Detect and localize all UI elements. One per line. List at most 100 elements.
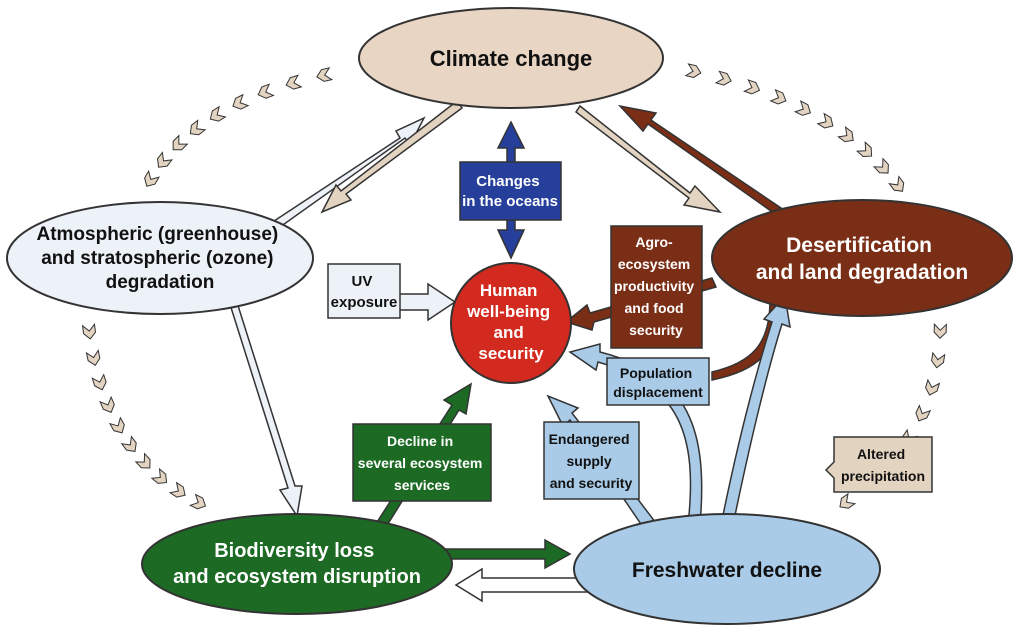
arrow-climate-to-atmospheric (320, 99, 464, 214)
human-line-2: well-being (466, 302, 550, 321)
atmospheric-line-1: Atmospheric (greenhouse) (36, 224, 278, 245)
endangered-supply-label: Endangered supply and security (549, 431, 634, 491)
desertification-line-2: and land degradation (756, 261, 968, 284)
right-upper-chevron-8 (855, 141, 873, 158)
desertification-line-1: Desertification (786, 234, 932, 257)
arrow-freshwater-to-desertification (719, 294, 791, 531)
agro-ecosystem-label: Agro- ecosystem productivity and food se… (614, 234, 698, 338)
left-upper-chevron-6 (189, 119, 207, 136)
decline-services-box (352, 423, 492, 502)
right-upper-chevron-9 (872, 157, 889, 174)
atmospheric-label: Atmospheric (greenhouse) and stratospher… (36, 224, 283, 293)
right-upper-chevron-10 (888, 175, 905, 192)
uv-line-2: exposure (331, 294, 398, 311)
climate-change-label: Climate change (430, 46, 593, 71)
arrow-climate-to-desertification (574, 104, 723, 214)
arrow-atmospheric-to-biodiversity (227, 295, 303, 519)
population-line-2: displacement (613, 384, 703, 400)
altered-precipitation-label: Altered precipitation (841, 446, 925, 484)
freshwater-node (573, 513, 881, 625)
desertification-label: Desertification and land degradation (756, 234, 968, 284)
right-lower-chevron-4 (915, 404, 932, 422)
biodiversity-node (141, 513, 453, 615)
arrow-freshwater-to-biodiversity (454, 567, 591, 603)
uv-exposure-box (327, 263, 401, 319)
biodiversity-label: Biodiversity loss and ecosystem disrupti… (173, 540, 421, 588)
atmospheric-line-3: degradation (106, 272, 215, 293)
climate-change-node (358, 7, 664, 109)
precipitation-line-1: Altered (857, 446, 905, 462)
population-line-1: Population (620, 365, 692, 381)
oceans-line-2: in the oceans (462, 193, 558, 210)
arrow-atmospheric-to-climate (266, 116, 426, 234)
endangered-line-1: Endangered (549, 431, 630, 447)
agro-line-2: ecosystem (618, 256, 690, 272)
decline-line-3: services (394, 477, 450, 493)
left-lower-chevron-5 (108, 416, 125, 434)
left-lower-chevron-7 (134, 452, 151, 469)
endangered-line-3: and security (550, 475, 633, 491)
right-upper-chevron-6 (816, 112, 834, 129)
agro-ecosystem-box (610, 225, 703, 349)
decline-line-1: Decline in (387, 433, 453, 449)
right-upper-chevron-1 (684, 63, 702, 79)
oceans-label: Changes in the oceans (462, 173, 558, 210)
uv-line-1: UV (351, 273, 372, 290)
left-upper-chevron-1 (316, 67, 334, 82)
decline-services-label: Decline in several ecosystem services (358, 433, 486, 493)
agro-line-1: Agro- (635, 234, 673, 250)
arrow-desertification-to-climate (617, 104, 786, 217)
right-lower-chevron-1 (933, 322, 947, 340)
left-upper-chevron-7 (172, 134, 189, 151)
human-line-4: security (478, 344, 544, 363)
left-upper-chevron-4 (232, 93, 250, 110)
altered-precipitation-box (824, 436, 933, 493)
precipitation-line-2: precipitation (841, 468, 925, 484)
population-displacement-box (606, 357, 710, 406)
relation-labels: Changes in the oceans UV exposure Agro- … (327, 161, 933, 502)
human-line-1: Human (480, 281, 538, 300)
left-upper-chevron-8 (157, 151, 174, 168)
left-upper-chevron-9 (144, 169, 161, 187)
right-upper-chevron-5 (793, 100, 812, 116)
right-lower-chevron-8 (839, 492, 857, 509)
decline-line-2: several ecosystem (358, 455, 483, 471)
atmospheric-degradation-node (6, 201, 314, 315)
population-label: Population displacement (613, 365, 703, 400)
right-upper-chevron-3 (743, 79, 761, 95)
nodes: Climate change Atmospheric (greenhouse) … (6, 7, 1013, 625)
left-lower-chevron-3 (91, 373, 107, 391)
arrow-uv-to-human (394, 282, 457, 322)
oceans-label-box (459, 161, 562, 221)
right-upper-chevron-7 (837, 126, 854, 143)
right-upper-chevron-2 (714, 70, 732, 86)
right-lower-chevron-3 (925, 378, 941, 396)
endangered-line-2: supply (566, 453, 611, 469)
left-lower-chevron-4 (99, 395, 115, 413)
agro-line-3: productivity (614, 278, 694, 294)
human-line-3: and (494, 323, 524, 342)
left-upper-chevron-2 (285, 74, 303, 90)
left-lower-chevron-10 (188, 493, 207, 510)
right-upper-chevron-4 (769, 88, 787, 105)
biodiversity-line-1: Biodiversity loss (214, 540, 374, 562)
human-wellbeing-node (450, 262, 572, 384)
agro-line-4: and food (625, 300, 684, 316)
left-lower-chevron-1 (81, 323, 97, 340)
freshwater-label: Freshwater decline (632, 559, 822, 582)
right-lower-chevron-2 (931, 351, 946, 369)
endangered-supply-box (543, 421, 640, 500)
human-wellbeing-label: Human well-being and security (466, 281, 555, 363)
desertification-node (711, 199, 1013, 317)
left-upper-chevron-5 (209, 105, 227, 122)
oceans-line-1: Changes (476, 173, 539, 190)
uv-exposure-label: UV exposure (331, 273, 398, 311)
atmospheric-line-2: and stratospheric (ozone) (41, 248, 273, 269)
left-lower-chevron-8 (150, 467, 168, 484)
biodiversity-line-2: and ecosystem disruption (173, 566, 421, 588)
left-lower-chevron-6 (120, 435, 137, 452)
left-lower-chevron-2 (85, 349, 101, 367)
left-upper-chevron-3 (257, 83, 275, 99)
agro-line-5: security (629, 322, 683, 338)
